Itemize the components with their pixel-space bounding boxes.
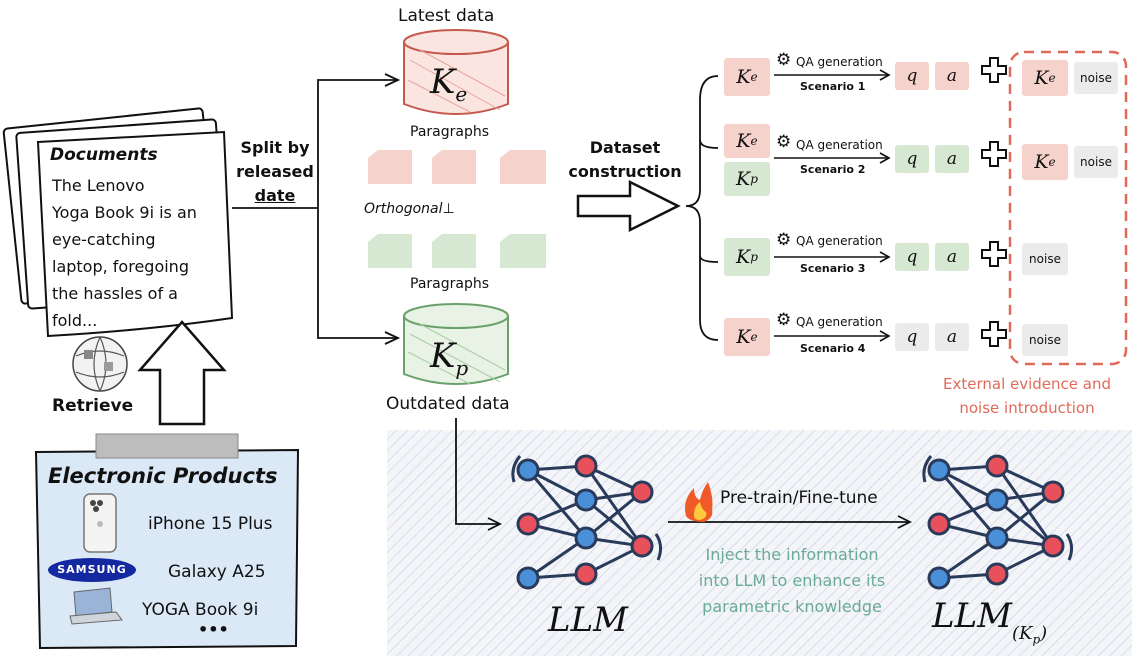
inject-line-3: parametric knowledge (702, 597, 882, 616)
llm-right-sub: (K (1011, 623, 1033, 644)
fire-icon (685, 482, 713, 522)
documents-line: eye-catching (52, 230, 156, 249)
inject-line-2: into LLM to enhance its (698, 571, 886, 590)
documents-line: laptop, foregoing (52, 257, 189, 276)
scenario-label: Scenario 1 (800, 80, 866, 93)
paragraphs-bottom-label: Paragraphs (410, 276, 490, 292)
openai-icon: ⚙ (776, 132, 792, 152)
scenario-arrows (774, 69, 891, 342)
ke-symbol: Ke (430, 62, 467, 106)
scenario-label: Scenario 4 (800, 342, 866, 355)
openai-icon: ⚙ (776, 230, 792, 250)
latest-data-cylinder (403, 29, 509, 115)
qa-label: QA generation (796, 234, 883, 248)
documents-line: Yoga Book 9i is an (52, 203, 197, 222)
llm-right-label: LLM(Kp) (932, 596, 1047, 647)
dataset-construction-label: Dataset construction (562, 136, 688, 184)
scenario-label: Scenario 3 (800, 262, 866, 275)
q-chip: q (895, 323, 929, 351)
latest-data-label: Latest data (398, 6, 495, 26)
ke-sub: e (455, 81, 468, 106)
orthogonal-label: Orthogonal⊥ (364, 201, 455, 217)
paragraphs-outdated (368, 234, 546, 268)
product-yoga: YOGA Book 9i (142, 600, 259, 620)
documents-title: Documents (50, 145, 158, 165)
kp-symbol: Kp (430, 336, 468, 380)
retrieve-arrow (137, 320, 227, 426)
split-label: Split by released date (232, 136, 318, 208)
llm-left-label: LLM (548, 600, 628, 640)
samsung-logo-text: SAMSUNG (57, 563, 127, 576)
documents-line: fold... (52, 311, 98, 330)
product-more: ••• (198, 620, 229, 639)
qa-label: QA generation (796, 55, 883, 69)
noise-chip: noise (1022, 324, 1068, 356)
documents-stack (2, 107, 234, 338)
a-chip: a (935, 145, 969, 173)
inject-line-1: Inject the information (705, 545, 879, 564)
qa-label: QA generation (796, 138, 883, 152)
documents-body: The Lenovo Yoga Book 9i is an eye-catchi… (52, 172, 197, 334)
kp-sub: p (455, 355, 469, 380)
dataset-text: Dataset (589, 138, 661, 157)
a-chip: a (935, 243, 969, 271)
llm-network-right (922, 454, 1074, 590)
external-evidence-label: External evidence and noise introduction (920, 372, 1134, 420)
pretrain-label: Pre-train/Fine-tune (720, 488, 878, 508)
documents-line: The Lenovo (52, 176, 145, 195)
llm-right-close: ) (1040, 623, 1048, 644)
construction-text: construction (568, 162, 682, 181)
noise-chip: noise (1022, 243, 1068, 275)
iphone-image (83, 493, 117, 553)
a-chip: a (935, 323, 969, 351)
product-galaxy: Galaxy A25 (168, 562, 266, 582)
retrieve-label: Retrieve (52, 396, 134, 416)
noise-chip: noise (1074, 146, 1118, 178)
external-line-1: External evidence and (943, 375, 1111, 393)
samsung-logo (48, 558, 136, 582)
scenario-brace (685, 75, 719, 341)
documents-line: the hassles of a (52, 284, 178, 303)
llm-right-subsub: p (1032, 632, 1041, 647)
qa-label: QA generation (796, 315, 883, 329)
laptop-image (69, 587, 123, 625)
split-connector (232, 79, 396, 339)
date-text: date (254, 186, 296, 205)
openai-icon: ⚙ (776, 50, 792, 70)
product-iphone: iPhone 15 Plus (148, 514, 273, 534)
openai-icon: ⚙ (776, 310, 792, 330)
external-evidence-box (1008, 50, 1128, 366)
kp-main: K (430, 336, 456, 376)
external-line-2: noise introduction (959, 399, 1095, 417)
q-chip: q (895, 62, 929, 90)
scenario-label: Scenario 2 (800, 163, 866, 176)
outdated-data-label: Outdated data (386, 394, 510, 414)
llm-right-main: LLM (932, 596, 1012, 636)
wikipedia-globe-icon (72, 336, 128, 392)
q-chip: q (895, 243, 929, 271)
ke-main: K (430, 62, 456, 102)
a-chip: a (935, 62, 969, 90)
plus-icon (981, 57, 1007, 347)
paragraphs-latest (368, 150, 546, 184)
released-text: released (236, 162, 314, 181)
products-title: Electronic Products (48, 464, 278, 488)
paragraphs-top-label: Paragraphs (410, 124, 490, 140)
split-by-text: Split by (240, 138, 310, 157)
inject-label: Inject the information into LLM to enhan… (670, 542, 914, 620)
outdated-to-llm-arrow (455, 418, 498, 525)
q-chip: q (895, 145, 929, 173)
dataset-arrow (576, 179, 681, 233)
outdated-data-cylinder (403, 303, 509, 385)
llm-network-left (511, 454, 663, 590)
noise-chip: noise (1074, 62, 1118, 94)
